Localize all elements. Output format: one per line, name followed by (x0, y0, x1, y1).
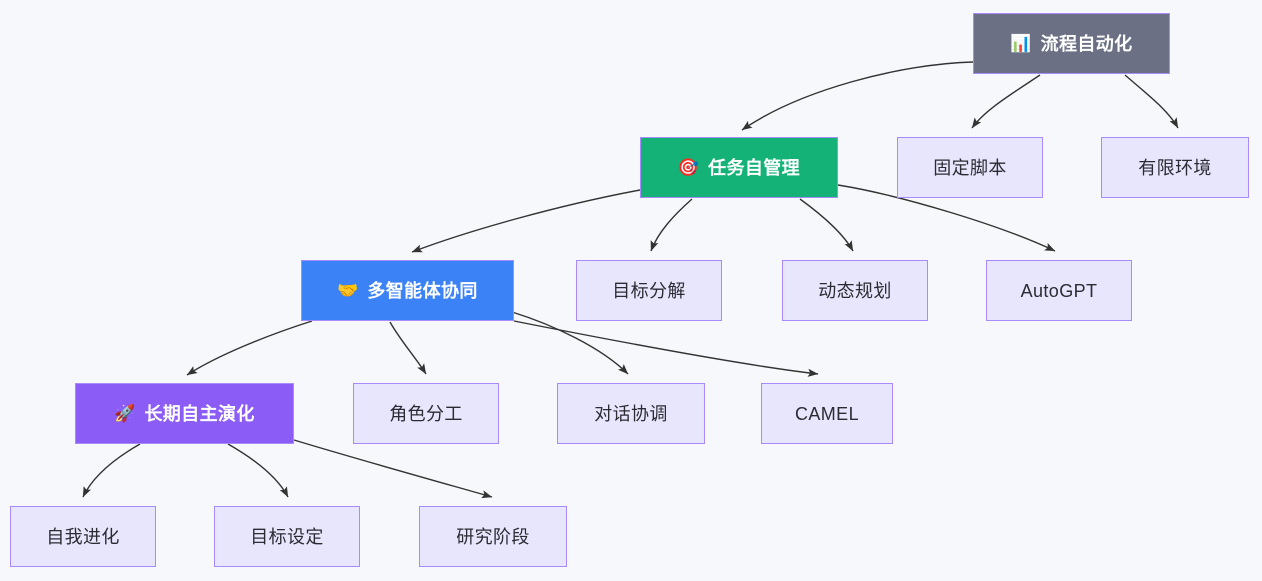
edge-n9-to-n13 (82, 443, 141, 498)
edge-n9-to-n14 (227, 443, 289, 498)
node-n1[interactable]: 📊 流程自动化 (973, 13, 1170, 74)
node-n11[interactable]: 对话协调 (557, 383, 705, 444)
edge-n1-to-n3 (971, 74, 1041, 129)
node-label: 动态规划 (818, 280, 892, 301)
target-emoji: 🎯 (677, 158, 700, 177)
edge-n9-to-n15 (293, 439, 493, 499)
node-label: 长期自主演化 (144, 403, 255, 424)
node-n14[interactable]: 目标设定 (214, 506, 360, 567)
node-label: CAMEL (794, 403, 859, 424)
edge-n2-to-n7 (799, 198, 854, 252)
node-n6[interactable]: 目标分解 (576, 260, 722, 321)
node-n13[interactable]: 自我进化 (10, 506, 156, 567)
rocket-emoji: 🚀 (114, 404, 136, 423)
handshake-emoji: 🤝 (337, 281, 359, 300)
edge-n5-to-n12 (513, 320, 819, 377)
node-label: AutoGPT (1020, 280, 1098, 301)
edge-n1-to-n2 (741, 61, 974, 131)
node-n4[interactable]: 有限环境 (1101, 137, 1249, 198)
node-n3[interactable]: 固定脚本 (897, 137, 1043, 198)
node-label: 有限环境 (1138, 157, 1212, 178)
node-label: 目标分解 (612, 280, 686, 301)
node-label: 研究阶段 (456, 526, 530, 547)
edge-n2-to-n5 (411, 189, 641, 253)
edge-n1-to-n4 (1124, 74, 1179, 129)
node-label: 目标设定 (250, 526, 324, 547)
edge-n2-to-n6 (650, 198, 693, 252)
node-label: 多智能体协同 (367, 280, 478, 301)
node-label: 自我进化 (46, 526, 120, 547)
node-label: 对话协调 (594, 403, 668, 424)
node-n15[interactable]: 研究阶段 (419, 506, 567, 567)
node-n9[interactable]: 🚀 长期自主演化 (75, 383, 294, 444)
node-n2[interactable]: 🎯 任务自管理 (640, 137, 838, 198)
bar-chart-emoji: 📊 (1010, 34, 1032, 53)
node-n5[interactable]: 🤝 多智能体协同 (301, 260, 514, 321)
node-label: 任务自管理 (708, 157, 801, 178)
edge-n5-to-n10 (389, 321, 427, 375)
node-n7[interactable]: 动态规划 (782, 260, 928, 321)
node-n12[interactable]: CAMEL (761, 383, 893, 444)
node-n8[interactable]: AutoGPT (986, 260, 1132, 321)
edge-n5-to-n11 (511, 311, 629, 375)
node-n10[interactable]: 角色分工 (353, 383, 499, 444)
node-label: 流程自动化 (1040, 33, 1133, 54)
edge-n5-to-n9 (186, 320, 313, 376)
node-label: 角色分工 (389, 403, 463, 424)
node-label: 固定脚本 (933, 157, 1007, 178)
